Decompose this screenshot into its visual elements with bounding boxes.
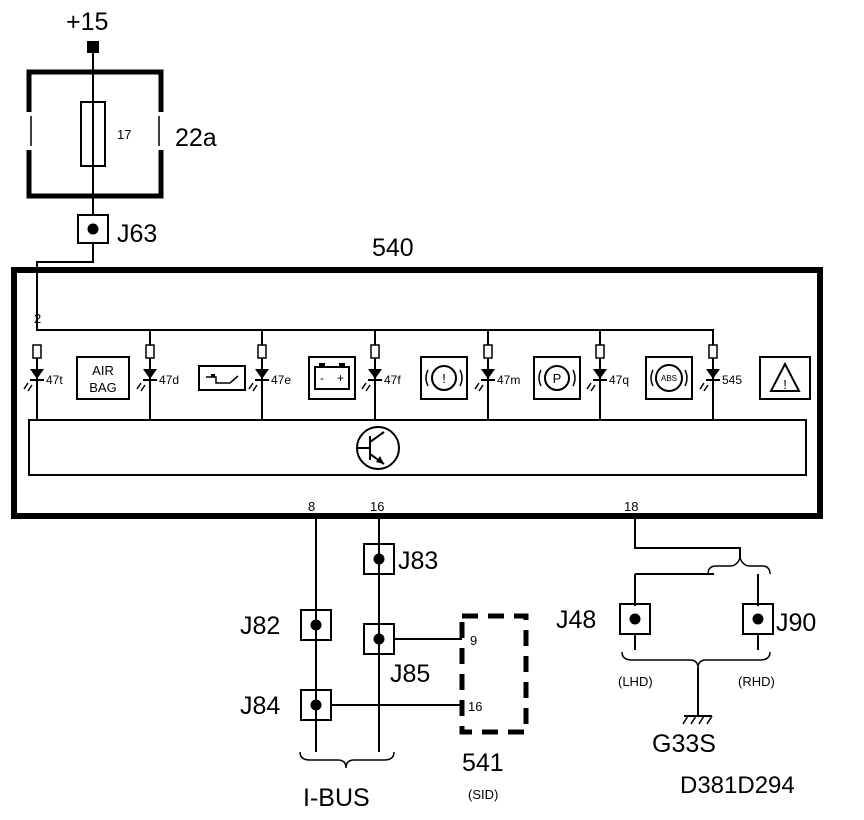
lamp-47e: 47e — [248, 344, 291, 420]
ibus-bracket — [299, 751, 395, 769]
warning-triangle-icon: ! — [759, 356, 811, 400]
pin-9-label: 9 — [470, 633, 477, 648]
connector-j48-label: J48 — [556, 606, 596, 634]
module-540-box — [11, 267, 823, 519]
lamp-47d: 47d — [136, 344, 179, 420]
lamp-47d-id: 47d — [159, 373, 179, 387]
lamp-47q: 47q — [586, 344, 629, 420]
abs-glyph: ABS — [661, 374, 677, 383]
pin-2-label: 2 — [34, 311, 41, 326]
connector-j48 — [619, 603, 651, 635]
lamp-47f-id: 47f — [384, 373, 401, 387]
connector-j63-label: J63 — [117, 220, 157, 248]
ibus-label: I-BUS — [303, 784, 370, 812]
pin-18-label: 18 — [624, 499, 638, 514]
battery-plus: + — [337, 371, 344, 385]
pin-541-16-label: 16 — [468, 699, 482, 714]
fuse-box-22a — [26, 69, 164, 215]
feed-wire — [36, 243, 714, 345]
abs-icon: ABS — [645, 356, 693, 400]
ground-icon — [682, 715, 713, 725]
connector-j85-label: J85 — [390, 660, 430, 688]
fuse-number: 17 — [117, 127, 131, 142]
airbag-symbol: AIR BAG — [76, 356, 130, 400]
lamp-47q-id: 47q — [609, 373, 629, 387]
airbag-line1: AIR — [92, 363, 114, 378]
transistor-icon — [356, 426, 400, 470]
lamp-47f: 47f — [361, 344, 401, 420]
connector-j82 — [300, 609, 332, 641]
rhd-label: (RHD) — [738, 674, 775, 689]
battery-icon: - + — [308, 356, 356, 400]
ground-label: G33S — [652, 730, 716, 758]
lamp-47t-id: 47t — [46, 373, 63, 387]
diagram-id: D381D294 — [680, 772, 795, 799]
parking-brake-icon: P — [533, 356, 581, 400]
pin-8-label: 8 — [308, 499, 315, 514]
brake-circle-icon: ! — [420, 356, 468, 400]
connector-j82-label: J82 — [240, 612, 280, 640]
connector-j83-label: J83 — [398, 547, 438, 575]
oil-can-icon — [198, 365, 246, 391]
lamp-545: 545 — [699, 344, 742, 420]
module-541-sublabel: (SID) — [468, 787, 498, 802]
ground-bracket — [621, 651, 771, 669]
module-540-label: 540 — [372, 234, 414, 262]
lamp-drops — [149, 330, 601, 345]
lamp-driver-block — [28, 419, 807, 476]
airbag-line2: BAG — [89, 380, 116, 395]
connector-j90-label: J90 — [776, 609, 816, 637]
module-541-label: 541 — [462, 749, 504, 777]
connector-j90 — [742, 603, 774, 635]
wire-pin-18 — [634, 516, 741, 560]
lamp-47e-id: 47e — [271, 373, 291, 387]
connector-j83 — [363, 543, 395, 575]
connector-j84-label: J84 — [240, 692, 280, 720]
warning-glyph: ! — [783, 377, 787, 392]
parking-glyph: P — [553, 371, 562, 386]
battery-minus: - — [320, 371, 324, 385]
brake-glyph: ! — [442, 371, 446, 386]
supply-label: +15 — [66, 8, 108, 36]
lhd-label: (LHD) — [618, 674, 653, 689]
module-541-box — [459, 613, 529, 735]
lamp-47m-id: 47m — [497, 373, 520, 387]
lamp-47t: 47t — [23, 344, 63, 420]
lamp-47m: 47m — [474, 344, 520, 420]
pin-16-label: 16 — [370, 499, 384, 514]
lhd-rhd-brace — [707, 555, 771, 575]
connector-j63 — [77, 214, 109, 244]
lamp-545-id: 545 — [722, 373, 742, 387]
fuse-box-label: 22a — [175, 124, 217, 152]
supply-terminal — [87, 41, 99, 53]
